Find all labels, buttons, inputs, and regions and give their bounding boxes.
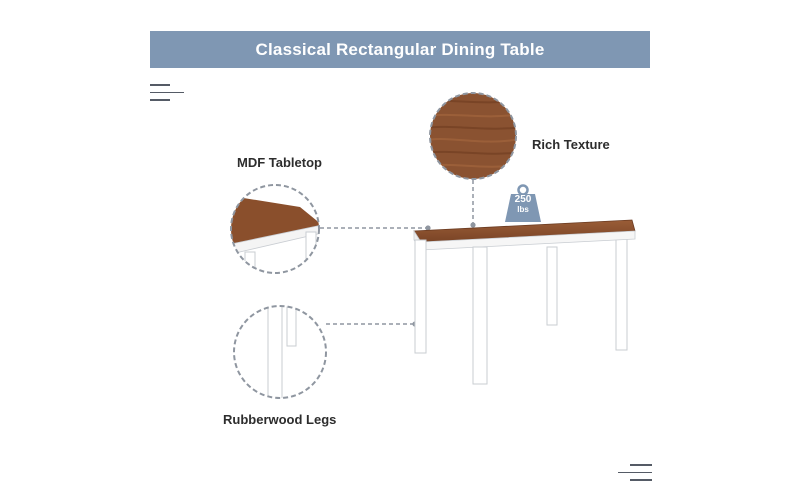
legs-detail-circle [233,305,327,399]
tabletop-label: MDF Tabletop [237,155,322,170]
menu-lines-icon [150,84,184,107]
connector-lines [320,180,474,325]
connector-dot-texture [470,222,476,228]
page-title: Classical Rectangular Dining Table [255,39,545,59]
weight-unit: lbs [517,205,529,214]
weight-icon [505,184,541,222]
dining-table [413,219,636,385]
legs-label: Rubberwood Legs [223,412,337,427]
weight-badge-text: 250 lbs [508,195,538,215]
menu-lines-icon-bottom [618,464,652,487]
texture-label: Rich Texture [532,137,610,152]
title-banner: Classical Rectangular Dining Table [150,31,650,68]
weight-value: 250 [514,194,532,205]
tabletop-detail-circle [230,184,320,274]
texture-detail-circle [429,92,517,180]
connector-dot-top [425,225,431,231]
